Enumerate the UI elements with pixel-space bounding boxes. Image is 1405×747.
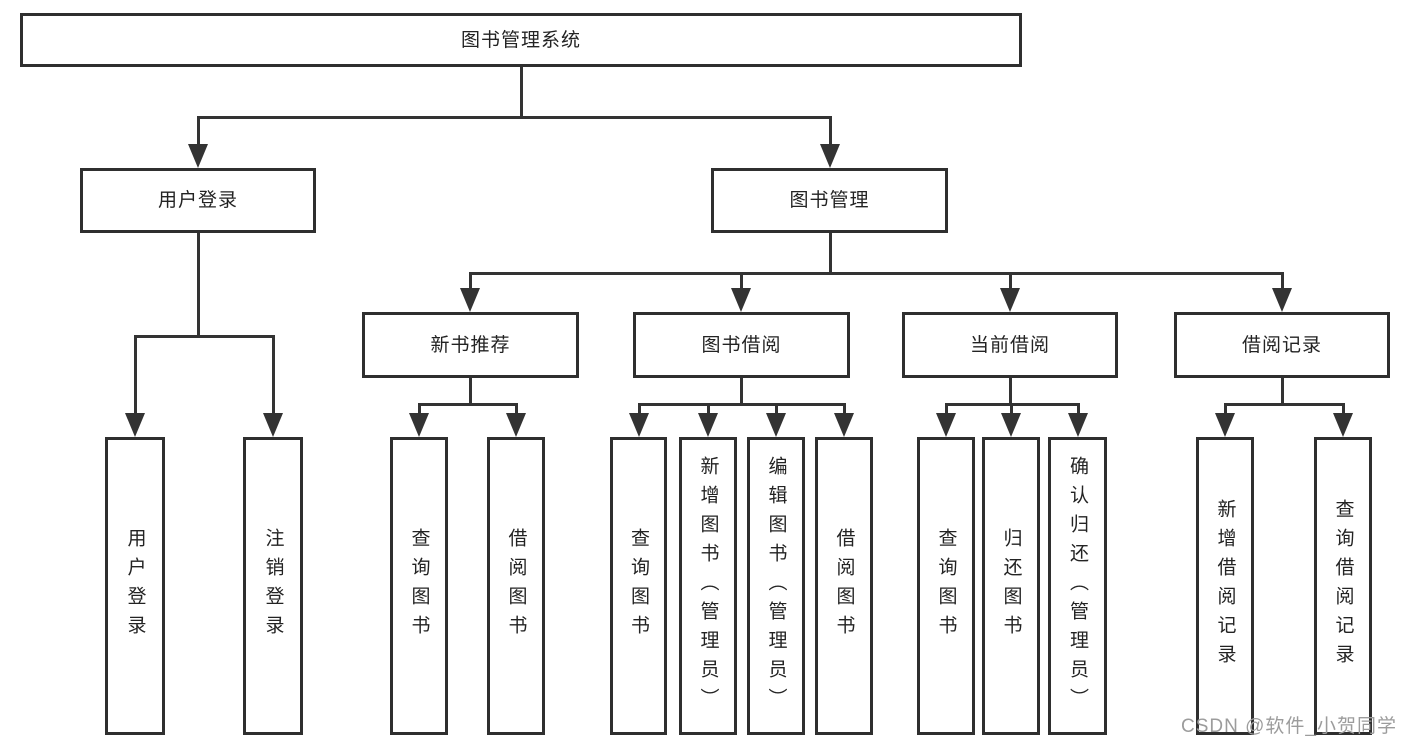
node-library-system-label: 图书管理系统 <box>460 29 581 51</box>
leaf-logout-label: 注销登录 <box>262 528 284 644</box>
connector-line <box>637 402 846 406</box>
arrow-down-icon <box>698 413 718 437</box>
leaf-borrowing-edit-books-admin: 编辑图书（管理员） <box>747 437 805 735</box>
arrow-down-icon <box>1215 413 1235 437</box>
leaf-current-query-books: 查询图书 <box>917 437 975 735</box>
arrow-down-icon <box>506 413 526 437</box>
connector-line <box>1009 404 1013 419</box>
arrow-down-icon <box>731 288 751 312</box>
connector-line <box>774 404 778 419</box>
node-library-system: 图书管理系统 <box>20 13 1022 67</box>
node-borrow-records: 借阅记录 <box>1174 312 1390 378</box>
connector-line <box>828 117 832 150</box>
connector-line <box>196 115 832 119</box>
connector-line <box>133 336 137 419</box>
leaf-borrowing-edit-books-admin-label: 编辑图书（管理员） <box>765 455 787 717</box>
connector-line <box>196 117 200 150</box>
arrow-down-icon <box>1001 413 1021 437</box>
connector-line <box>417 402 518 406</box>
connector-line <box>417 404 421 419</box>
node-book-borrowing-label: 图书借阅 <box>701 334 782 356</box>
watermark: CSDN @软件_小贺同学 <box>1181 716 1397 737</box>
connector-line <box>1280 273 1284 294</box>
leaf-user-login-label: 用户登录 <box>124 528 146 644</box>
connector-line <box>944 404 948 419</box>
leaf-current-confirm-return-admin: 确认归还（管理员） <box>1048 437 1107 735</box>
connector-line <box>828 233 832 273</box>
connector-line <box>468 378 472 404</box>
leaf-borrowing-query-books: 查询图书 <box>610 437 667 735</box>
leaf-user-login: 用户登录 <box>105 437 165 735</box>
arrow-down-icon <box>766 413 786 437</box>
arrow-down-icon <box>834 413 854 437</box>
connector-line <box>842 404 846 419</box>
leaf-borrowing-query-books-label: 查询图书 <box>628 528 649 644</box>
connector-line <box>468 271 1284 275</box>
leaf-recommend-borrow-books: 借阅图书 <box>487 437 545 735</box>
arrow-down-icon <box>188 144 208 168</box>
leaf-current-query-books-label: 查询图书 <box>935 528 957 644</box>
node-user-login-label: 用户登录 <box>157 190 238 211</box>
leaf-borrowing-add-books-admin-label: 新增图书（管理员） <box>697 455 719 717</box>
leaf-records-query-record: 查询借阅记录 <box>1314 437 1372 735</box>
leaf-current-confirm-return-admin-label: 确认归还（管理员） <box>1067 455 1088 717</box>
connector-line <box>1008 378 1012 404</box>
leaf-recommend-query-books: 查询图书 <box>390 437 448 735</box>
arrow-down-icon <box>125 413 145 437</box>
arrow-down-icon <box>409 413 429 437</box>
connector-line <box>1223 402 1345 406</box>
arrow-down-icon <box>1000 288 1020 312</box>
connector-line <box>706 404 710 419</box>
leaf-records-query-record-label: 查询借阅记录 <box>1332 499 1354 673</box>
arrow-down-icon <box>460 288 480 312</box>
arrow-down-icon <box>629 413 649 437</box>
leaf-borrowing-borrow-books-label: 借阅图书 <box>833 528 855 644</box>
node-new-book-recommend: 新书推荐 <box>362 312 579 378</box>
node-new-book-recommend-label: 新书推荐 <box>430 334 511 356</box>
connector-line <box>1280 378 1284 404</box>
leaf-records-add-record-label: 新增借阅记录 <box>1214 499 1236 673</box>
connector-line <box>637 404 641 419</box>
connector-line <box>739 273 743 294</box>
connector-line <box>468 273 472 294</box>
node-book-management-label: 图书管理 <box>789 190 870 211</box>
node-borrow-records-label: 借阅记录 <box>1241 334 1322 356</box>
node-current-borrowing: 当前借阅 <box>902 312 1118 378</box>
leaf-current-return-books: 归还图书 <box>982 437 1040 735</box>
connector-line <box>1076 404 1080 419</box>
connector-line <box>739 378 743 404</box>
leaf-borrowing-borrow-books: 借阅图书 <box>815 437 873 735</box>
node-book-borrowing: 图书借阅 <box>633 312 850 378</box>
connector-line <box>133 334 275 338</box>
leaf-records-add-record: 新增借阅记录 <box>1196 437 1254 735</box>
arrow-down-icon <box>820 144 840 168</box>
node-book-management: 图书管理 <box>711 168 948 233</box>
node-user-login: 用户登录 <box>80 168 316 233</box>
leaf-recommend-query-books-label: 查询图书 <box>408 528 430 644</box>
connector-line <box>1008 273 1012 294</box>
arrow-down-icon <box>1272 288 1292 312</box>
arrow-down-icon <box>1333 413 1353 437</box>
leaf-recommend-borrow-books-label: 借阅图书 <box>505 528 527 644</box>
leaf-borrowing-add-books-admin: 新增图书（管理员） <box>679 437 737 735</box>
arrow-down-icon <box>1068 413 1088 437</box>
leaf-current-return-books-label: 归还图书 <box>1000 528 1022 644</box>
connector-line <box>519 67 523 117</box>
connector-line <box>1223 404 1227 419</box>
arrow-down-icon <box>263 413 283 437</box>
leaf-logout: 注销登录 <box>243 437 303 735</box>
connector-line <box>271 336 275 419</box>
connector-line <box>196 233 200 336</box>
arrow-down-icon <box>936 413 956 437</box>
connector-line <box>1341 404 1345 419</box>
connector-line <box>514 404 518 419</box>
node-current-borrowing-label: 当前借阅 <box>969 334 1050 356</box>
